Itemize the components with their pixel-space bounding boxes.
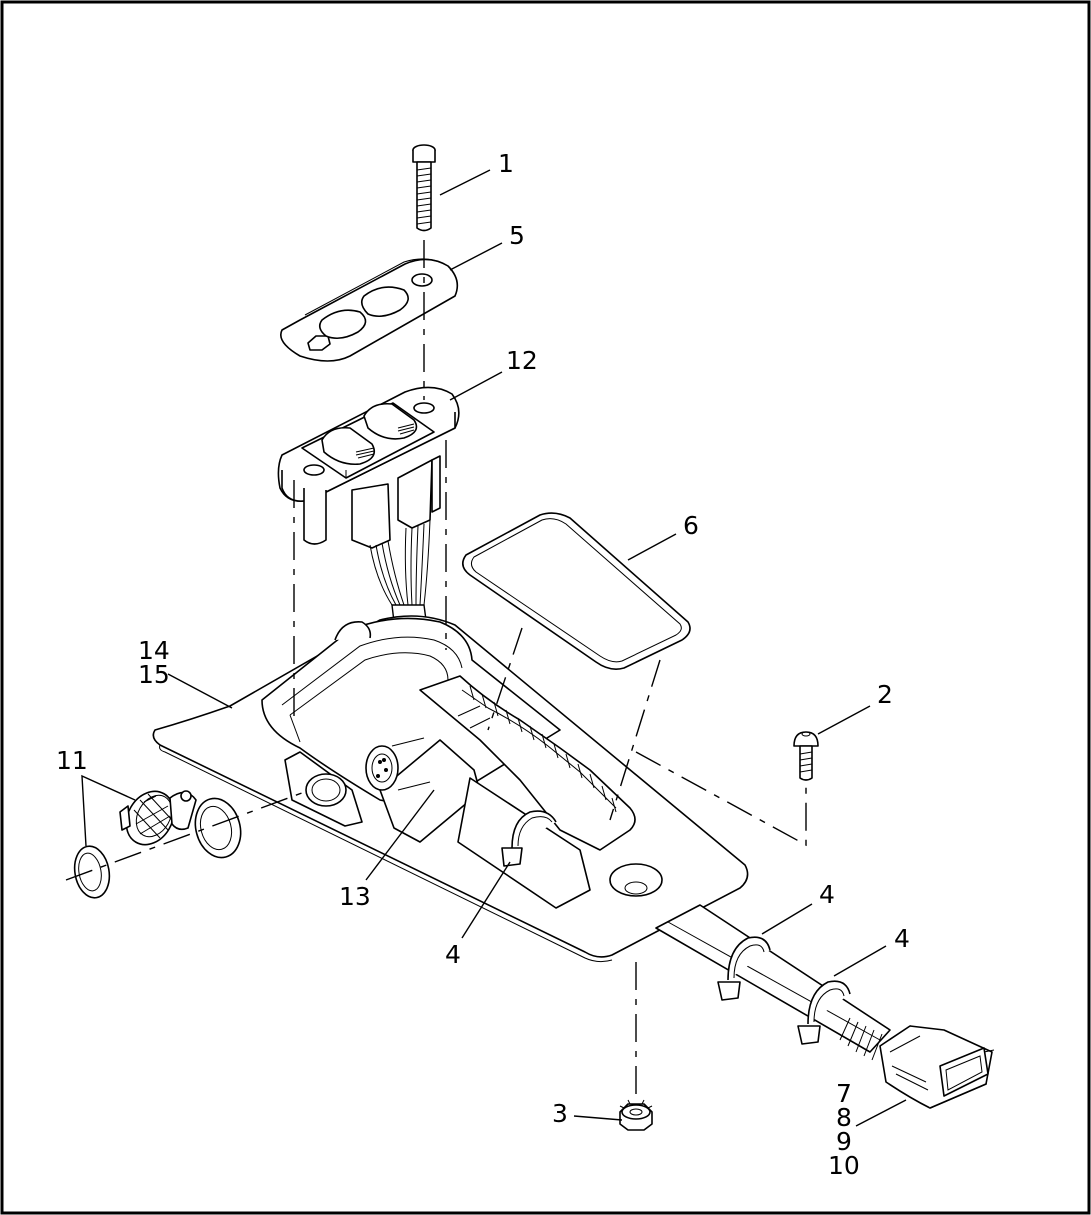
part-4-clamp-c (797, 980, 851, 1045)
callout-15: 15 (138, 660, 170, 689)
assembly-centerlines (65, 240, 807, 1100)
part-11-grommet (119, 790, 242, 859)
callout-1: 1 (498, 149, 514, 178)
part-7-10-connector-housing (879, 1025, 995, 1109)
part-4-clamp-b (717, 936, 771, 1001)
callout-4-b: 4 (819, 880, 835, 909)
part-3-nut (619, 1099, 653, 1131)
callout-6: 6 (683, 511, 699, 540)
callout-14: 14 (138, 636, 170, 665)
callout-5: 5 (509, 221, 525, 250)
callout-12: 12 (506, 346, 538, 375)
part-1-screw (412, 144, 436, 232)
lower-harness (655, 904, 891, 1061)
callout-13: 13 (339, 882, 371, 911)
callout-11: 11 (56, 746, 88, 775)
callout-labels: 1 5 12 6 14 15 2 11 13 4 4 4 3 7 8 9 10 (56, 149, 910, 1180)
callout-8: 8 (836, 1103, 852, 1132)
callout-7: 7 (836, 1079, 852, 1108)
part-11-ring (73, 845, 111, 899)
part-12-switch-assembly (277, 386, 460, 549)
part-13-connector (365, 737, 591, 909)
callout-2: 2 (877, 680, 893, 709)
leader-lines (81, 169, 907, 1127)
callout-3: 3 (552, 1099, 568, 1128)
callout-9: 9 (836, 1127, 852, 1156)
callout-10: 10 (828, 1151, 860, 1180)
callout-4-a: 4 (445, 940, 461, 969)
part-6-pad (462, 512, 691, 670)
part-5-gasket-plate (280, 258, 459, 362)
part-4-clamp-a (501, 810, 557, 867)
callout-4-c: 4 (894, 924, 910, 953)
part-2-screw (793, 731, 819, 781)
